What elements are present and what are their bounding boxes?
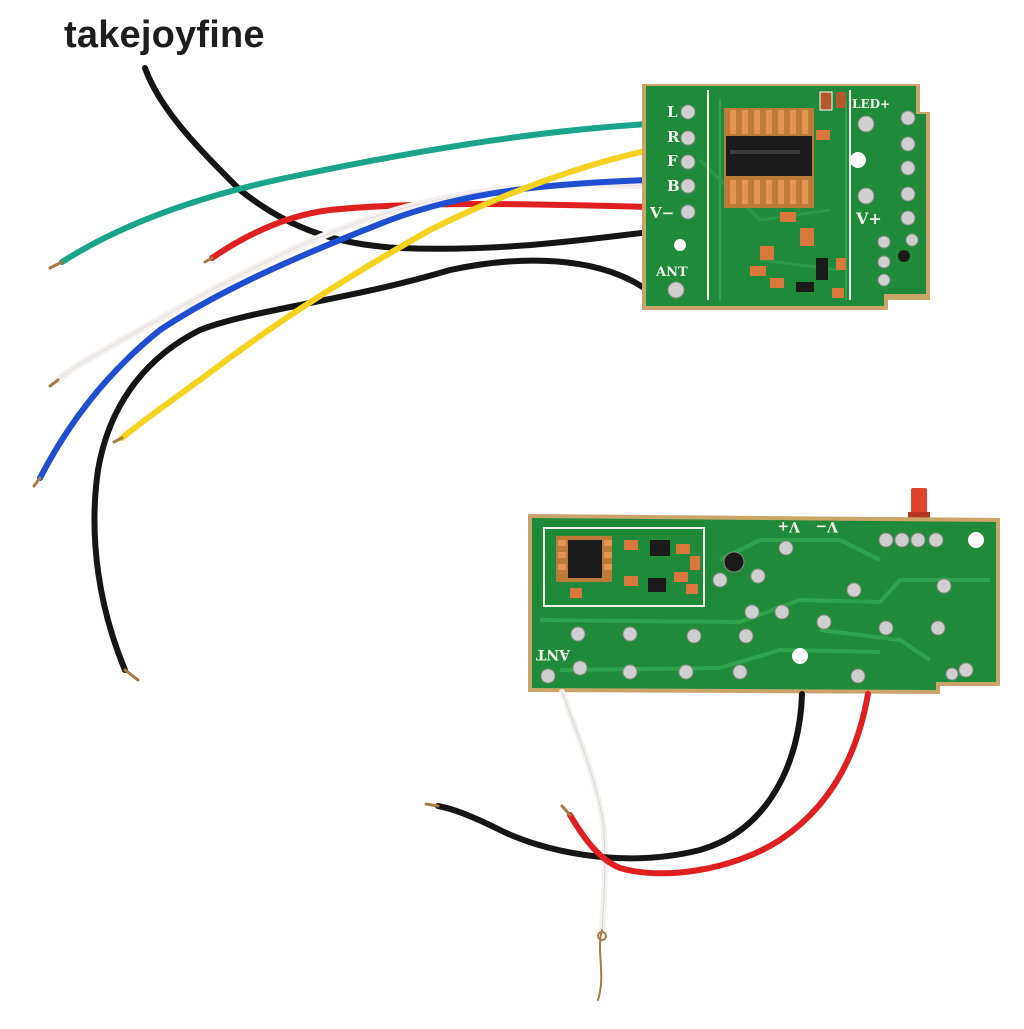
wire-black-top xyxy=(142,65,653,252)
tx-wire-tip-red xyxy=(560,804,572,817)
label-V-minus-tx: V− xyxy=(815,518,839,534)
transmitter-pads xyxy=(540,532,974,684)
wire-red xyxy=(209,200,653,261)
label-ANT-tx: ANT xyxy=(535,646,571,662)
wire-tip-yellow xyxy=(112,436,124,444)
receiver-pin-column: L R F B V− ANT xyxy=(649,103,696,299)
brand-watermark: takejoyfine xyxy=(64,14,265,56)
label-V-plus: V+ xyxy=(855,209,882,228)
receiver-ic xyxy=(724,108,814,208)
receiver-board: L R F B V− ANT xyxy=(642,84,930,310)
transmitter-wires xyxy=(424,689,871,1001)
wire-tip-white xyxy=(48,378,60,388)
tx-wire-red xyxy=(567,691,871,877)
wire-tip-black xyxy=(123,668,140,682)
tx-wire-tip-white xyxy=(597,929,603,1001)
transmitter-switch xyxy=(908,488,930,520)
receiver-mount-hole xyxy=(850,152,866,168)
transmitter-smd-parts xyxy=(570,540,700,598)
wire-green xyxy=(59,121,653,265)
wire-white xyxy=(54,181,654,384)
label-ANT: ANT xyxy=(655,265,688,280)
wire-black-ant xyxy=(91,257,653,673)
label-V-minus: V− xyxy=(649,204,674,222)
label-B: B xyxy=(667,177,680,195)
transmitter-mount-hole-1 xyxy=(792,648,808,664)
label-LED-plus: LED+ xyxy=(852,97,890,111)
label-L: L xyxy=(667,103,678,121)
transmitter-board: ANT V+ V− xyxy=(528,514,1000,694)
label-F: F xyxy=(667,152,678,170)
label-R: R xyxy=(667,128,680,146)
tx-wire-black xyxy=(435,691,805,862)
label-V-plus-tx: V+ xyxy=(777,518,801,534)
receiver-wires xyxy=(32,65,654,682)
wire-tip-green xyxy=(48,260,64,270)
receiver-smd-parts xyxy=(750,91,846,298)
wire-yellow xyxy=(119,147,653,441)
wire-tip-red xyxy=(203,256,214,264)
receiver-right-pads: LED+ V+ xyxy=(852,97,919,287)
wire-tip-blue xyxy=(32,476,42,488)
transmitter-mount-hole-2 xyxy=(968,532,984,548)
transmitter-ic xyxy=(556,536,612,582)
tx-wire-tip-black xyxy=(424,802,440,808)
